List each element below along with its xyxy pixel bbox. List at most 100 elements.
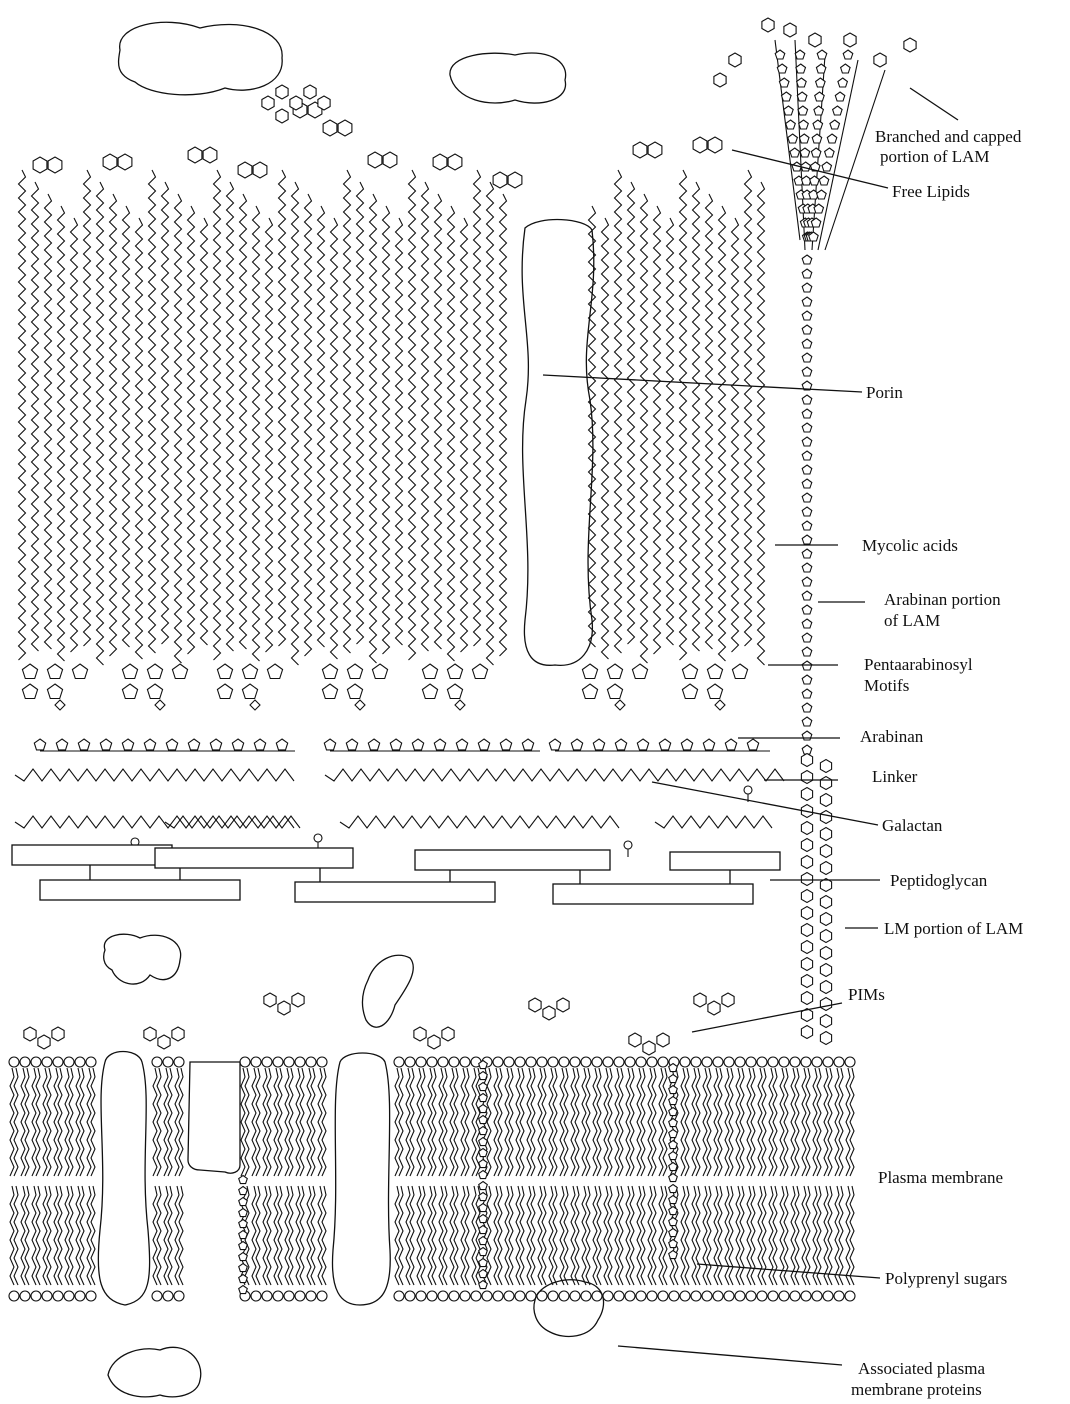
arabinose-pentagon [802,507,812,516]
label-pims: PIMs [848,985,885,1004]
lipid-tail [399,1068,403,1176]
arabinose-pentagon [811,148,821,157]
arabinose-pentagon [838,78,848,87]
lipid-tail [795,1068,799,1176]
arabinose-pentagon [833,106,843,115]
sugar-hexagon [508,172,522,188]
mannose-hexagon [820,998,831,1011]
mycolic-chain [602,218,609,659]
sugar-hexagon [633,142,647,158]
linkage-diamond [55,700,65,710]
lipid-tail [850,1186,854,1285]
lipid-tail [267,1068,271,1176]
polyprenyl-unit [669,1196,678,1204]
polyprenyl-unit [479,1237,488,1245]
phospholipid-head [834,1291,844,1301]
pim-hexagon [24,1027,36,1041]
arabinose-pentagon [802,451,812,460]
lipid-tail [582,1186,586,1285]
lipid-tail [593,1186,597,1285]
phospholipid-head [691,1057,701,1067]
phospholipid-head [295,1291,305,1301]
arabinose-pentagon [802,619,812,628]
lipid-tail [157,1068,161,1176]
phospholipid-head [823,1057,833,1067]
pim-hexagon [543,1006,555,1020]
polyprenyl-unit [239,1275,248,1283]
phospholipid-head [823,1291,833,1301]
pentaarabinosyl-ring [472,664,487,679]
arabinan-pentagon [368,739,379,750]
pim-hexagon [38,1035,50,1049]
pentaarabinosyl-ring [47,684,62,699]
mycolic-chain [45,194,52,649]
pentaarabinosyl-ring [22,664,37,679]
arabinose-pentagon [782,92,792,101]
lipid-tail [10,1186,14,1285]
lipid-tail [443,1186,447,1285]
mycolic-chain [227,182,234,651]
phospholipid-head [317,1291,327,1301]
phospholipid-head [163,1291,173,1301]
pentaarabinosyl-ring [22,684,37,699]
phospholipid-head [515,1057,525,1067]
mycolic-chain [136,218,143,659]
lipid-tail [806,1186,810,1285]
lipid-tail [707,1068,711,1176]
polyprenyl-unit [479,1204,488,1212]
phospholipid-head [812,1057,822,1067]
phospholipid-head [394,1291,404,1301]
phospholipid-head [251,1057,261,1067]
pentaarabinosyl-ring [607,664,622,679]
arabinose-pentagon [802,717,812,726]
pentaarabinosyl-ring [682,684,697,699]
lipid-tail [663,1186,667,1285]
mycolic-chain [461,218,468,652]
pentaarabinosyl-ring [72,664,87,679]
arabinan-pentagon [122,739,133,750]
pim-hexagon [629,1033,641,1047]
pentaarabinosyl-ring [422,684,437,699]
mycolic-chain [719,206,726,661]
lipid-tail [553,1068,557,1176]
phospholipid-head [273,1291,283,1301]
mycolic-chain [149,170,156,653]
arabinose-pentagon [802,703,812,712]
polyprenyl-unit [239,1286,248,1294]
arabinan-pentagon [637,739,648,750]
lipid-tail [575,1186,579,1285]
pim-hexagon [414,1027,426,1041]
phospholipid-head [581,1291,591,1301]
lipid-tail [487,1186,491,1285]
lipid-tail [714,1186,718,1285]
arabinan-pentagon [456,739,467,750]
phospholipid-head [647,1291,657,1301]
mannose-hexagon [820,794,831,807]
label-branched-capped-lam-2: portion of LAM [880,147,990,166]
phospholipid-head [614,1291,624,1301]
phospholipid-head [845,1057,855,1067]
lipid-tail [564,1186,568,1285]
arabinose-pentagon [802,395,812,404]
lipid-tail [718,1186,722,1285]
pim-hexagon [529,998,541,1012]
arabinose-pentagon [802,563,812,572]
polyprenyl-unit [479,1138,488,1146]
polyprenyl-unit [239,1231,248,1239]
phospholipid-head [163,1057,173,1067]
phospholipid-head [262,1057,272,1067]
arabinose-pentagon [784,106,794,115]
lipid-tail [663,1068,667,1176]
polyprenyl-unit [669,1141,678,1149]
arabinose-pentagon [797,92,807,101]
mycolic-chain [370,194,377,663]
lipid-tail [725,1186,729,1285]
pim-hexagon [657,1033,669,1047]
protein-blob [108,1347,201,1397]
lipid-tail [509,1186,513,1285]
lipid-tail [703,1186,707,1285]
arabinan-pentagon [571,739,582,750]
lipid-tail [47,1068,51,1176]
lipid-tail [179,1186,183,1285]
lipid-tail [274,1186,278,1285]
